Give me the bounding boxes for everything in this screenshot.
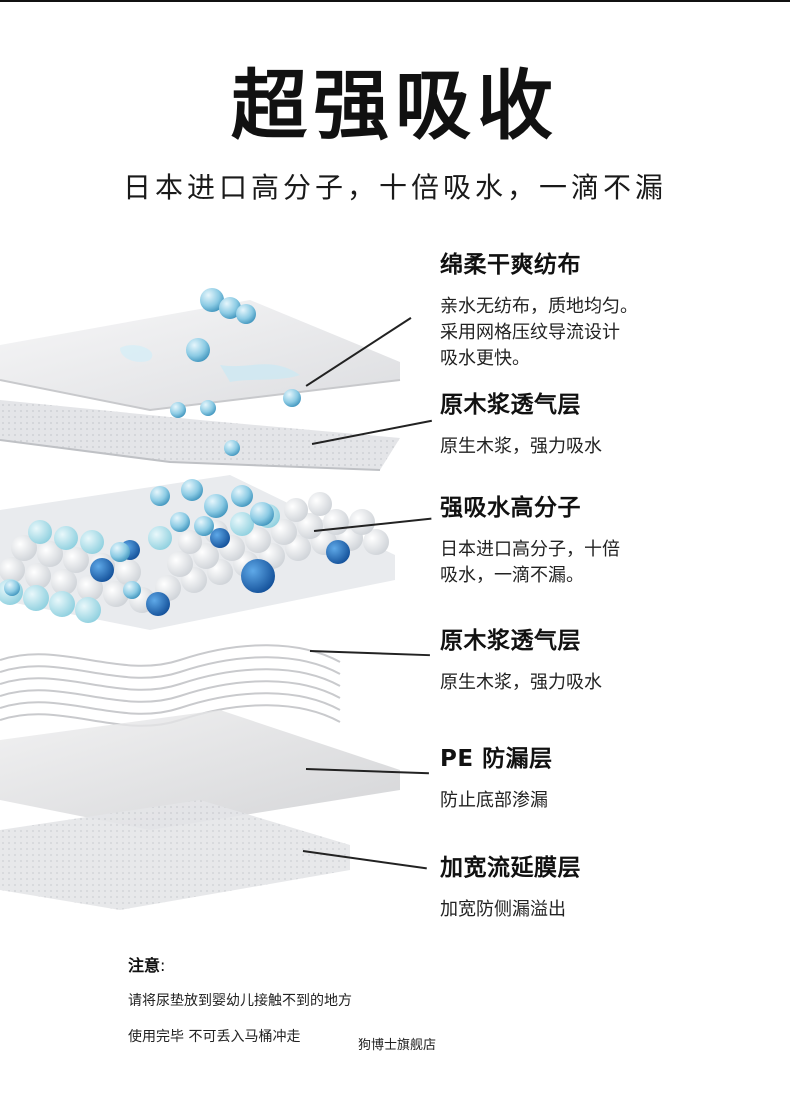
- layer-desc: 亲水无纺布，质地均匀。 采用网格压纹导流设计 吸水更快。: [440, 294, 780, 372]
- notice-line: 使用完毕 不可丢入马桶冲走: [128, 1029, 301, 1045]
- layers-illustration: [0, 288, 401, 910]
- polymer-beads: [0, 492, 389, 623]
- layer-desc-line: 原生木浆，强力吸水: [440, 435, 602, 457]
- layer-desc: 日本进口高分子，十倍 吸水，一滴不漏。: [440, 537, 780, 589]
- layer-title: 原木浆透气层: [440, 628, 581, 654]
- wavy-pulp-layer: [0, 644, 341, 727]
- layer-title: PE 防漏层: [440, 746, 553, 772]
- notice-title: 注意:: [128, 952, 548, 976]
- top-rule: [0, 0, 790, 2]
- notice-title-text: 注意: [128, 956, 161, 975]
- notice-line: 请将尿垫放到婴幼儿接触不到的地方: [128, 993, 352, 1009]
- layer-desc-line: 吸水更快。: [440, 347, 530, 369]
- layer-desc: 加宽防侧漏溢出: [440, 897, 780, 923]
- layer-block-polymer: 强吸水高分子 日本进口高分子，十倍 吸水，一滴不漏。: [440, 495, 780, 589]
- layer-block-pulp-upper: 原木浆透气层 原生木浆，强力吸水: [440, 392, 780, 460]
- layer-title: 原木浆透气层: [440, 392, 581, 418]
- layer-block-pe: PE 防漏层 防止底部渗漏: [440, 746, 780, 814]
- hero-title: 超强吸收: [231, 61, 559, 150]
- layer-title: 强吸水高分子: [440, 495, 581, 521]
- layer-title: 加宽流延膜层: [440, 855, 581, 881]
- layer-desc-line: 吸水，一滴不漏。: [440, 564, 584, 586]
- layer-desc: 原生木浆，强力吸水: [440, 434, 780, 460]
- layer-title: 绵柔干爽纺布: [440, 252, 581, 278]
- notice: 注意: 请将尿垫放到婴幼儿接触不到的地方 使用完毕 不可丢入马桶冲走: [128, 952, 548, 1046]
- notice-title-colon: :: [160, 956, 166, 975]
- shop-name: 狗博士旗舰店: [358, 1038, 437, 1053]
- layer-desc: 原生木浆，强力吸水: [440, 670, 780, 696]
- layer-desc-line: 防止底部渗漏: [440, 789, 548, 811]
- layer-desc-line: 原生木浆，强力吸水: [440, 671, 602, 693]
- layer-block-pulp-lower: 原木浆透气层 原生木浆，强力吸水: [440, 628, 780, 696]
- hero-subtitle: 日本进口高分子，十倍吸水，一滴不漏: [122, 171, 667, 204]
- layer-block-cast-film: 加宽流延膜层 加宽防侧漏溢出: [440, 855, 780, 923]
- pe-film: [0, 710, 400, 830]
- pulp-sheet: [0, 400, 400, 470]
- layer-block-nonwoven: 绵柔干爽纺布 亲水无纺布，质地均匀。 采用网格压纹导流设计 吸水更快。: [440, 252, 780, 372]
- layer-desc-line: 日本进口高分子，十倍: [440, 538, 620, 560]
- layer-desc: 防止底部渗漏: [440, 788, 780, 814]
- layer-desc-line: 亲水无纺布，质地均匀。: [440, 295, 638, 317]
- cast-film: [0, 800, 350, 910]
- layer-desc-line: 加宽防侧漏溢出: [440, 898, 566, 920]
- water-droplets: [4, 288, 301, 599]
- layer-desc-line: 采用网格压纹导流设计: [440, 321, 620, 343]
